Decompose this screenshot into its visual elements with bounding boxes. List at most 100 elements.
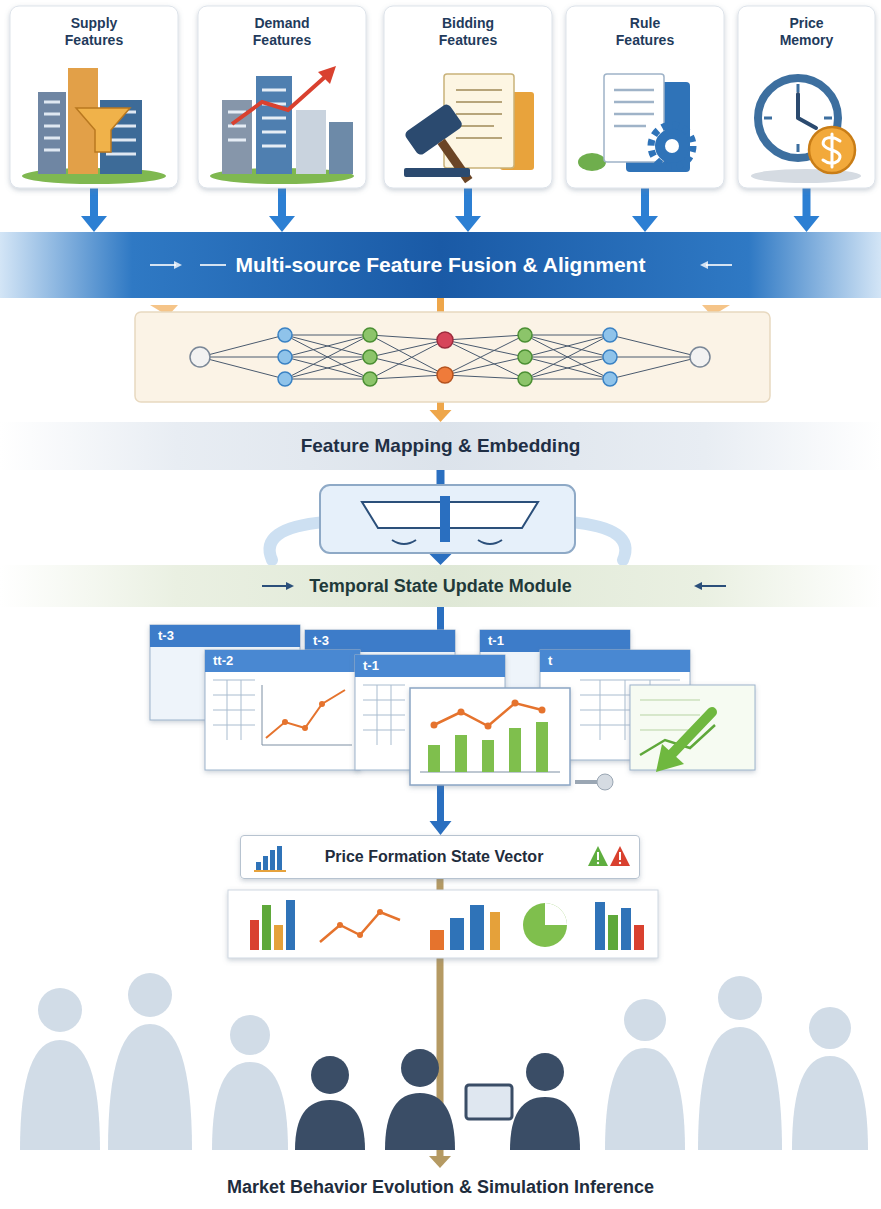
arrow-head <box>81 216 107 232</box>
neural-network-part <box>135 312 770 402</box>
state-vector-box-part-part <box>277 846 282 870</box>
clock-coin-icon <box>751 78 861 183</box>
people-silhouettes-part <box>295 1049 580 1150</box>
state-vector-box-part <box>610 846 630 866</box>
time-windows-part-part-part <box>536 722 548 772</box>
neural-network <box>135 312 770 402</box>
people-silhouettes-part <box>466 1085 512 1119</box>
feature-card: Price Memory <box>738 6 875 188</box>
rule-icon-part <box>665 139 679 153</box>
state-vector-box-part <box>619 862 621 864</box>
demand-icon-part <box>329 122 353 174</box>
node-text: Demand Features <box>240 15 324 49</box>
chart-panel-part-part <box>430 930 444 950</box>
feature-cards-part <box>10 6 178 188</box>
people-silhouettes-part-part <box>20 1040 100 1150</box>
chart-panel-part-part <box>450 918 464 950</box>
time-windows-part-part <box>480 630 630 652</box>
feature-cards-part <box>738 6 875 188</box>
flow-arrow <box>455 188 481 232</box>
rule-icon-part <box>604 74 664 162</box>
time-windows-part-part <box>305 630 455 652</box>
time-windows-part <box>597 774 613 790</box>
time-windows-part-part <box>213 680 255 740</box>
state-vector-box-part <box>597 852 599 860</box>
fusion-band: Multi-source Feature Fusion & Alignment <box>0 232 881 298</box>
time-windows-part-part-part <box>428 745 440 772</box>
time-windows-part-part <box>150 625 300 647</box>
neural-network-part <box>437 332 453 348</box>
chart-panel-part <box>523 903 567 947</box>
temporal-band: Temporal State Update Module <box>0 565 881 607</box>
time-windows-part-part <box>428 722 548 772</box>
mapping-band: Feature Mapping & Embedding <box>0 422 881 470</box>
arrow-shaft <box>464 188 472 216</box>
time-windows-part-part <box>431 700 546 730</box>
people-silhouettes <box>20 973 868 1150</box>
state-vector-box-part <box>619 852 621 860</box>
time-windows-part-part-part <box>319 701 325 707</box>
state-vector-box-part-part <box>270 850 275 870</box>
node-text: Price Formation State Vector <box>325 848 544 866</box>
neural-network-part-part <box>603 372 617 386</box>
chart-panel-part-part <box>337 922 343 928</box>
chart-panel-part-part <box>262 905 271 950</box>
feature-card: Supply Features <box>10 6 178 188</box>
people-silhouettes-part-part <box>311 1056 349 1094</box>
time-windows-part <box>410 688 570 785</box>
neural-network-part-part <box>518 372 532 386</box>
time-windows-part-part <box>540 650 690 672</box>
neural-network-part-part <box>603 328 617 342</box>
state-vector-box-part <box>256 846 282 870</box>
module-box-part <box>570 522 625 560</box>
people-silhouettes-part-part <box>526 1053 564 1091</box>
time-windows-part-part <box>205 650 360 672</box>
node-text: Temporal State Update Module <box>309 576 572 597</box>
people-silhouettes-part-part <box>624 999 666 1041</box>
chart-panel <box>228 890 658 958</box>
chart-panel-part-part <box>470 905 484 950</box>
supply-icon-part <box>38 92 66 174</box>
time-windows-part <box>656 744 684 772</box>
node-text: Bidding Features <box>426 15 510 49</box>
people-silhouettes-part-part <box>108 1024 192 1150</box>
neural-network-part <box>690 347 710 367</box>
time-windows-part-part <box>262 685 352 745</box>
arrow-shaft <box>641 188 649 216</box>
node-text: Multi-source Feature Fusion & Alignment <box>236 253 646 277</box>
time-windows-part-part <box>205 650 360 770</box>
node-text: Supply Features <box>52 15 136 49</box>
time-windows-part <box>630 685 755 770</box>
time-step-label: t-1 <box>363 658 379 674</box>
supply-icon <box>22 68 166 184</box>
feature-cards-part <box>384 6 552 188</box>
state-vector-box-part <box>240 835 640 879</box>
neural-network-part-part <box>278 350 292 364</box>
people-silhouettes-part-part <box>718 976 762 1020</box>
rule-icon-part <box>651 125 693 167</box>
time-windows-part <box>205 650 360 770</box>
mapping-band <box>0 422 881 470</box>
arrow-head <box>269 216 295 232</box>
fusion-band <box>0 232 881 316</box>
feature-cards <box>10 6 875 188</box>
neural-network-part-part <box>363 328 377 342</box>
chart-panel-part <box>595 902 644 950</box>
module-box-part <box>440 496 450 542</box>
chart-panel-part <box>337 909 383 938</box>
chart-panel-part <box>250 900 295 950</box>
people-silhouettes-part <box>20 973 868 1150</box>
feature-card: Demand Features <box>198 6 366 188</box>
fusion-band-part <box>0 232 881 298</box>
state-vector-box-part-part <box>263 856 268 870</box>
feature-card: Rule Features <box>566 6 724 188</box>
arrow-head <box>429 553 453 565</box>
clock-coin-icon-part <box>751 169 861 183</box>
bidding-icon-part-part <box>403 103 463 157</box>
chart-panel-part-part <box>357 932 363 938</box>
time-windows-part <box>575 780 597 784</box>
people-silhouettes-part-part <box>510 1097 580 1150</box>
time-windows-part-part-part <box>431 722 438 729</box>
time-step-label: t-3 <box>158 628 174 644</box>
state-vector-box-part <box>254 870 286 872</box>
